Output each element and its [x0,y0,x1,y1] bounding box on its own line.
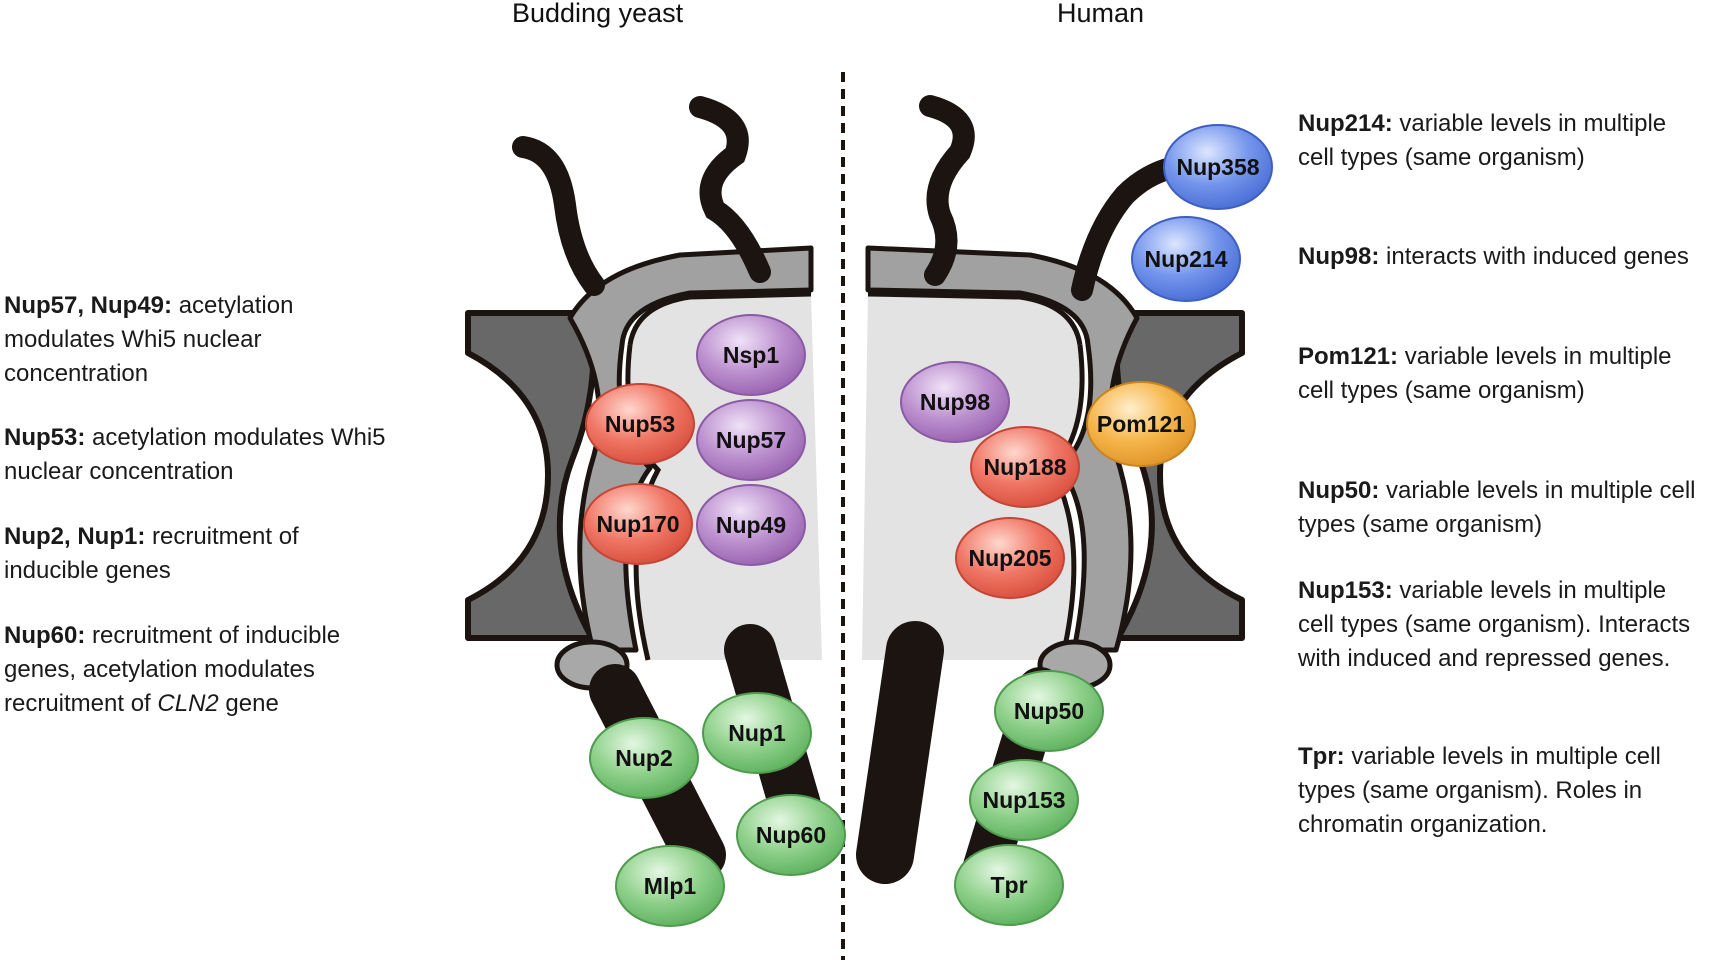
annotation-text: variable levels in multiple cell types (… [1298,743,1661,838]
protein-nup205: Nup205 [955,517,1065,599]
cyto-filament-left-1 [512,136,605,296]
protein-nup57: Nup57 [696,399,806,481]
svg-text:Nup188: Nup188 [983,454,1066,480]
svg-text:Nup2: Nup2 [615,745,673,771]
annotation-label: Nup50: [1298,477,1380,504]
cyto-filament-left-2 [689,96,771,283]
annotation-nup153: Nup153: variable levels in multiple cell… [1298,574,1703,676]
protein-nup53: Nup53 [585,383,695,465]
svg-text:Nup98: Nup98 [920,389,991,415]
annotation-label: Nup53: [4,424,86,451]
header-budding-yeast: Budding yeast [512,0,684,28]
protein-nup2: Nup2 [589,717,699,799]
header-human: Human [1057,0,1145,28]
svg-text:Nup153: Nup153 [982,787,1065,813]
annotation-label: Nup60: [4,622,86,649]
svg-text:Nup50: Nup50 [1014,698,1084,724]
annotation-nup60: Nup60: recruitment of inducible genes, a… [4,619,414,721]
annotation-gene-name: CLN2 [157,690,219,717]
annotation-label: Nup57, Nup49: [4,292,173,319]
protein-nup60: Nup60 [736,794,846,876]
protein-nup188: Nup188 [970,426,1080,508]
svg-text:Nsp1: Nsp1 [723,342,779,368]
annotation-nup98: Nup98: interacts with induced genes [1298,240,1698,274]
annotation-label: Nup2, Nup1: [4,523,146,550]
annotation-text: acetylation modulates Whi5 nuclear conce… [4,292,294,387]
protein-nsp1: Nsp1 [696,314,806,396]
annotation-text: recruitment of inducible genes, acetylat… [4,622,341,717]
svg-text:Nup1: Nup1 [728,720,786,746]
annotation-label: Nup153: [1298,577,1393,604]
nuclear-envelope-left [465,310,597,641]
annotation-label: Nup98: [1298,243,1380,270]
annotation-label: Pom121: [1298,343,1399,370]
svg-text:Nup53: Nup53 [605,411,675,437]
basket-filament-right-1 [856,621,944,884]
annotation-text-end: gene [218,690,279,717]
cyto-filament-right-1 [919,95,975,286]
svg-text:Mlp1: Mlp1 [644,873,697,899]
annotation-text: variable levels in multiple cell types (… [1298,343,1672,404]
protein-nup153: Nup153 [969,759,1079,841]
protein-pom121: Pom121 [1086,381,1196,467]
annotation-nup57-nup49: Nup57, Nup49: acetylation modulates Whi5… [4,289,399,391]
annotation-nup2-nup1: Nup2, Nup1: recruitment of inducible gen… [4,520,399,588]
protein-tpr: Tpr [954,844,1064,926]
annotation-pom121: Pom121: variable levels in multiple cell… [1298,340,1698,408]
annotation-nup53: Nup53: acetylation modulates Whi5 nuclea… [4,421,399,489]
annotation-label: Nup214: [1298,110,1393,137]
protein-nup170: Nup170 [583,483,693,565]
svg-text:Nup214: Nup214 [1144,246,1227,272]
annotation-tpr: Tpr: variable levels in multiple cell ty… [1298,740,1703,842]
annotation-text: acetylation modulates Whi5 nuclear conce… [4,424,386,485]
protein-nup1: Nup1 [702,692,812,774]
annotation-nup214: Nup214: variable levels in multiple cell… [1298,107,1698,175]
protein-nup50: Nup50 [994,670,1104,752]
annotation-label: Tpr: [1298,743,1345,770]
protein-nup214: Nup214 [1131,216,1241,302]
svg-text:Nup358: Nup358 [1176,154,1259,180]
annotation-text: variable levels in multiple cell types (… [1298,577,1691,672]
protein-mlp1: Mlp1 [615,845,725,927]
svg-text:Nup49: Nup49 [716,512,786,538]
protein-nup98: Nup98 [900,361,1010,443]
svg-text:Pom121: Pom121 [1097,411,1185,437]
svg-text:Nup60: Nup60 [756,822,826,848]
protein-nup49: Nup49 [696,484,806,566]
nuclear-envelope-right [1113,310,1245,641]
svg-text:Tpr: Tpr [990,872,1027,898]
annotation-text: recruitment of inducible genes [4,523,299,584]
cyto-filament-right-2 [1071,154,1196,301]
svg-text:Nup205: Nup205 [968,545,1051,571]
annotation-text: variable levels in multiple cell types (… [1298,110,1667,171]
annotation-nup50: Nup50: variable levels in multiple cell … [1298,474,1703,542]
svg-text:Nup170: Nup170 [596,511,679,537]
svg-text:Nup57: Nup57 [716,427,786,453]
annotation-text: variable levels in multiple cell types (… [1298,477,1696,538]
protein-nup358: Nup358 [1163,124,1273,210]
annotation-text: interacts with induced genes [1379,243,1689,270]
